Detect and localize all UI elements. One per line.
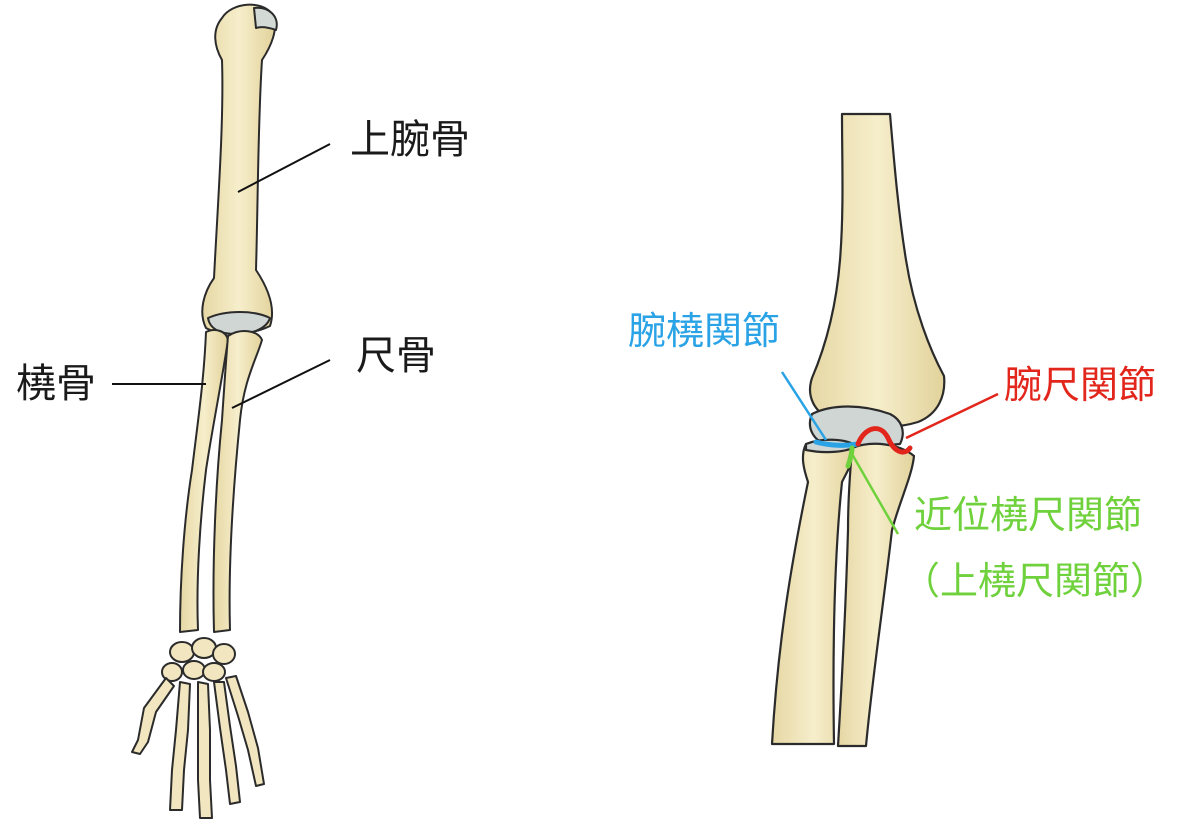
humeroulnar-joint-label: 腕尺関節 (1004, 363, 1157, 407)
humerus-head (253, 6, 278, 31)
ulna-label: 尺骨 (356, 333, 436, 379)
humerus-label: 上腕骨 (350, 117, 470, 163)
proximal-radioulnar-joint-line (845, 445, 855, 469)
ulna-bone (212, 330, 263, 633)
finger-bones (131, 675, 265, 819)
humerus-leader-line (237, 143, 331, 193)
humeroradial-joint-line (813, 439, 861, 448)
left-leader-lines (112, 143, 331, 409)
elbow-ulna (836, 442, 916, 748)
elbow-humerus (808, 112, 946, 429)
humeroradial-leader-line (780, 371, 828, 441)
humeroulnar-leader-line (905, 392, 999, 440)
elbow-illustration (770, 112, 946, 748)
carpal-bones (161, 637, 236, 682)
humerus-bone (201, 3, 276, 335)
ulna-leader-line (231, 359, 331, 409)
proximal-radioulnar-joint-label: 近位橈尺関節 (914, 493, 1143, 537)
humeroradial-joint-label: 腕橈関節 (628, 309, 781, 353)
proximal-radioulnar-leader-line (850, 453, 900, 535)
radius-label: 橈骨 (16, 361, 96, 407)
humeroulnar-joint-line (855, 426, 913, 455)
superior-radioulnar-joint-label: （上橈尺関節） (902, 559, 1169, 603)
full-arm-illustration (131, 3, 278, 819)
